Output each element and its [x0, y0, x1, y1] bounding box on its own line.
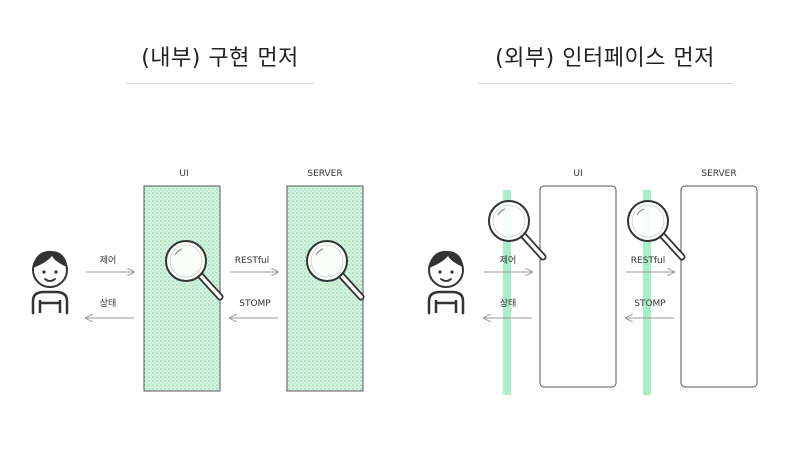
left-panel-title: (내부) 구현 먼저	[141, 46, 299, 71]
left-server-label: SERVER	[307, 169, 342, 179]
left-state-label: 상태	[100, 298, 117, 309]
left-title-rule	[125, 83, 315, 84]
right-server-interface-highlight	[643, 190, 651, 395]
right-restful-label: RESTful	[631, 256, 666, 266]
left-ui-box	[143, 185, 221, 392]
right-state-label: 상태	[500, 298, 517, 309]
right-server-box	[680, 185, 758, 388]
left-stomp-label: STOMP	[239, 299, 271, 309]
right-panel: UI SERVER 제어 상태 RESTful STOMP	[427, 169, 758, 395]
right-ui-magnifier-icon	[489, 201, 543, 257]
right-panel-title: (외부) 인터페이스 먼저	[495, 46, 715, 71]
right-control-label: 제어	[500, 255, 517, 266]
right-person-icon	[427, 249, 465, 315]
left-control-label: 제어	[100, 255, 117, 266]
left-panel: UI SERVER 제어 상태 RESTful STOMP	[31, 169, 363, 392]
right-title-rule	[478, 83, 733, 84]
right-server-magnifier-icon	[628, 201, 682, 257]
right-ui-label: UI	[573, 169, 582, 179]
right-stomp-label: STOMP	[634, 299, 666, 309]
left-ui-label: UI	[179, 169, 188, 179]
right-server-label: SERVER	[701, 169, 736, 179]
right-ui-interface-highlight	[503, 190, 511, 395]
left-person-icon	[31, 249, 69, 315]
right-ui-box	[539, 185, 617, 388]
left-restful-label: RESTful	[235, 256, 270, 266]
